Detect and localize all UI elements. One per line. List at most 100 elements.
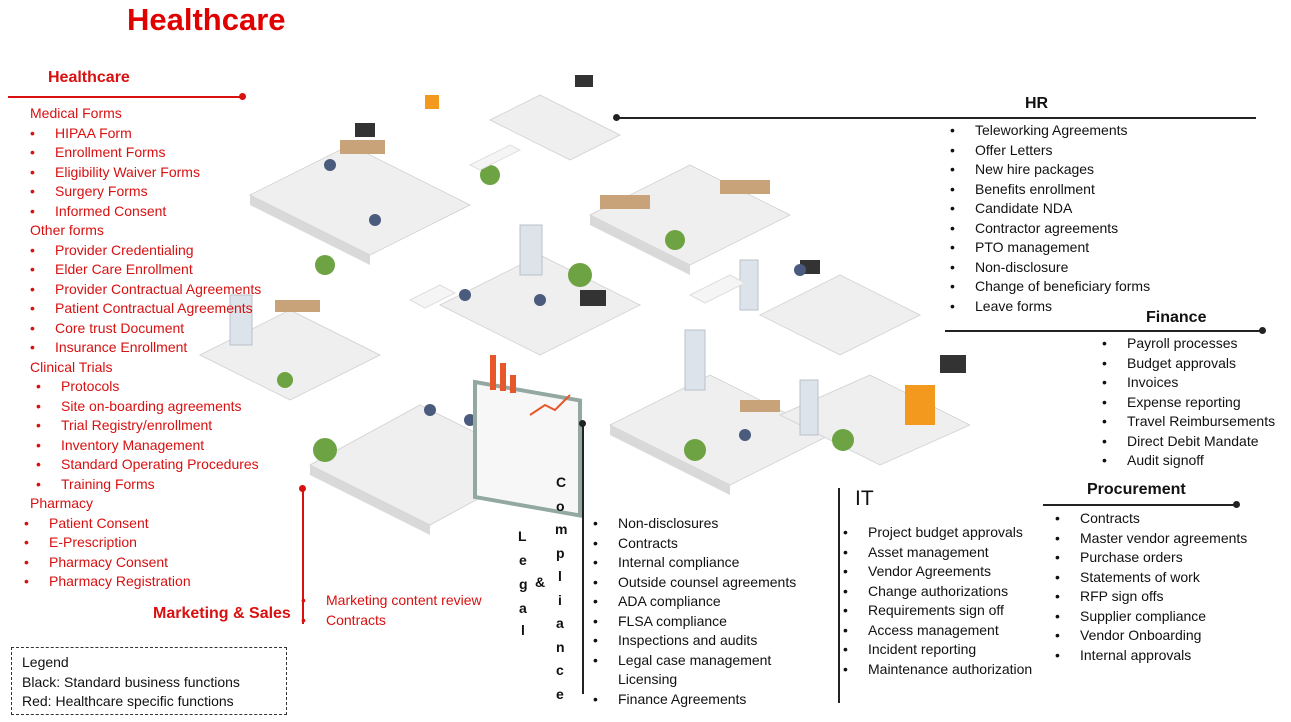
group-label-clinical-trials: Clinical Trials <box>30 358 113 375</box>
list-item: Benefits enrollment <box>950 180 1150 200</box>
legend-box: Legend Black: Standard business function… <box>11 647 287 715</box>
plant-7 <box>832 429 854 451</box>
list-item: Site on-boarding agreements <box>36 397 261 417</box>
group-label-pharmacy: Pharmacy <box>30 495 94 511</box>
list-item: Candidate NDA <box>950 199 1150 219</box>
list-item: Change of beneficiary forms <box>950 277 1150 297</box>
list-item: Purchase orders <box>1055 548 1247 568</box>
plant-2 <box>480 165 500 185</box>
list-item: Insurance Enrollment <box>30 338 261 358</box>
marketing-connector-dot <box>299 485 306 492</box>
board-bar-3 <box>510 375 516 393</box>
legal-list: Non-disclosures Contracts Internal compl… <box>593 514 796 710</box>
list-item-no-bullet: Licensing <box>618 671 678 687</box>
steps-2 <box>408 284 457 309</box>
list-item: Patient Consent <box>24 514 261 534</box>
list-item: Outside counsel agreements <box>593 573 796 593</box>
compliance-letter: p <box>556 545 565 561</box>
procurement-underline-dot <box>1233 501 1240 508</box>
orange-unit-1 <box>905 385 935 425</box>
floor-tile-8 <box>608 374 832 486</box>
compliance-letter: m <box>555 521 568 537</box>
finance-header: Finance <box>1146 309 1207 326</box>
steps-3 <box>688 274 747 304</box>
legend-title: Legend <box>22 654 69 670</box>
list-item: Master vendor agreements <box>1055 529 1247 549</box>
list-item: Audit signoff <box>1102 451 1275 471</box>
floor-tile-2 <box>488 94 622 161</box>
person-5 <box>794 264 806 276</box>
desk-4 <box>275 300 320 312</box>
floor-edge-7 <box>310 465 430 535</box>
procurement-list: Contracts Master vendor agreements Purch… <box>1055 509 1247 665</box>
compliance-letter: n <box>556 639 565 655</box>
list-item: Requirements sign off <box>843 601 1032 621</box>
list-item: Informed Consent <box>30 202 261 222</box>
cabinet-1 <box>739 259 759 311</box>
desk-1 <box>340 140 385 154</box>
legal-connector-dot <box>579 420 586 427</box>
list-item: Eligibility Waiver Forms <box>30 163 261 183</box>
it-header: IT <box>855 487 874 510</box>
list-item: E-Prescription <box>24 533 261 553</box>
orange-unit-2 <box>425 95 439 109</box>
hr-list: Teleworking Agreements Offer Letters New… <box>950 121 1150 316</box>
list-item: Teleworking Agreements <box>950 121 1150 141</box>
page-title: Healthcare <box>127 2 286 37</box>
plant-5 <box>313 438 337 462</box>
list-item: Pharmacy Registration <box>24 572 261 592</box>
list-item: Elder Care Enrollment <box>30 260 261 280</box>
person-2 <box>369 214 381 226</box>
floor-edge-1 <box>250 195 370 265</box>
procurement-underline <box>1043 504 1239 506</box>
legal-letter: L <box>518 528 527 544</box>
list-item: HIPAA Form <box>30 124 261 144</box>
list-item: Training Forms <box>36 475 261 495</box>
list-item: Core trust Document <box>30 319 261 339</box>
list-item: Contracts <box>593 534 796 554</box>
marketing-list: Marketing content review Contracts <box>301 591 482 631</box>
healthcare-list: Medical Forms HIPAA Form Enrollment Form… <box>24 104 261 592</box>
compliance-letter: a <box>556 615 564 631</box>
legal-letter: a <box>519 600 527 616</box>
list-item: Finance Agreements <box>593 690 796 710</box>
legal-letter: g <box>519 576 528 592</box>
list-item: Budget approvals <box>1102 354 1275 374</box>
list-item: Offer Letters <box>950 141 1150 161</box>
legal-letter: l <box>521 622 525 638</box>
plant-6 <box>684 439 706 461</box>
list-item: Legal case management <box>593 651 796 671</box>
list-item: Contracts <box>1055 509 1247 529</box>
it-connector-line <box>838 488 840 703</box>
list-item: Pharmacy Consent <box>24 553 261 573</box>
presentation-board <box>473 379 582 518</box>
legend-black-entry: Black: Standard business functions <box>22 673 240 690</box>
cabinet-2 <box>684 329 706 391</box>
floor-edge-8 <box>610 425 730 495</box>
list-item: Contracts <box>301 611 482 631</box>
group-label-other-forms: Other forms <box>30 222 104 238</box>
list-item: Change authorizations <box>843 582 1032 602</box>
group-label-medical-forms: Medical Forms <box>30 105 122 121</box>
cabinet-5 <box>519 224 543 276</box>
compliance-letter: C <box>556 474 567 490</box>
plant-8 <box>277 372 293 388</box>
hr-connector-dot <box>613 114 620 121</box>
list-item: Expense reporting <box>1102 393 1275 413</box>
list-item: Vendor Agreements <box>843 562 1032 582</box>
healthcare-underline-dot <box>239 93 246 100</box>
desk-5 <box>740 400 780 412</box>
board-trend-line <box>529 394 571 416</box>
board-bar-2 <box>500 363 506 391</box>
compliance-letter: l <box>558 568 562 584</box>
person-8 <box>739 429 751 441</box>
monitor-1 <box>355 123 375 137</box>
list-item: Provider Contractual Agreements <box>30 280 261 300</box>
list-item: Travel Reimbursements <box>1102 412 1275 432</box>
compliance-letter: e <box>556 686 564 702</box>
marketing-header: Marketing & Sales <box>153 605 291 622</box>
cabinet-3 <box>799 379 819 436</box>
list-item: New hire packages <box>950 160 1150 180</box>
list-item: Direct Debit Mandate <box>1102 432 1275 452</box>
list-item: Non-disclosure <box>950 258 1150 278</box>
